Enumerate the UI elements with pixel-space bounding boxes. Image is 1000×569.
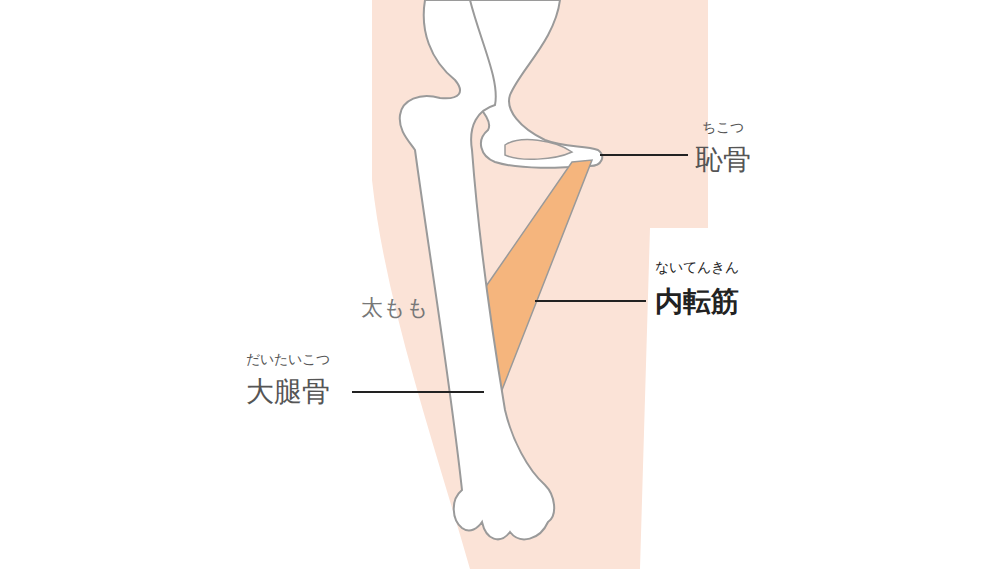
region-name: 太もも — [361, 296, 429, 320]
obturator-foramen — [505, 140, 572, 160]
femur — [400, 0, 554, 539]
furigana: ないてんきん — [655, 260, 739, 275]
leader-line — [535, 300, 646, 302]
furigana: ちこつ — [702, 120, 744, 135]
thigh-skin — [372, 0, 708, 569]
furigana: だいたいこつ — [246, 352, 330, 367]
part-name: 大腿骨 — [246, 377, 330, 408]
leader-line — [352, 391, 484, 393]
part-name: 内転筋 — [655, 287, 739, 318]
leader-line — [600, 154, 688, 156]
part-name: 恥骨 — [695, 145, 751, 176]
